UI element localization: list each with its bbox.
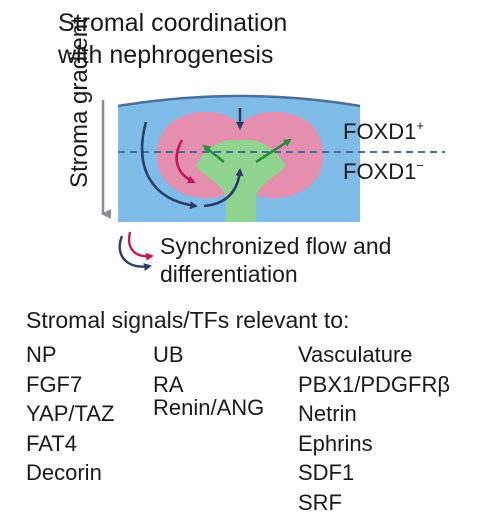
ub-item: RA [153,371,184,397]
np-header: NP [26,342,57,367]
vasculature-item: Ephrins [298,430,373,456]
np-item: FAT4 [26,430,77,456]
flow-arrow-left [140,121,198,210]
foxd1-negative-sup: − [416,158,424,173]
foxd1-negative-base: FOXD1 [343,159,417,184]
legend-line-1: Synchronized flow and [160,233,392,259]
ub-header: UB [153,342,184,367]
np-item: Decorin [26,460,102,485]
vasculature-item: SDF1 [298,460,355,485]
vasculature-item: PBX1/PDGFRβ [298,371,451,397]
legend-arrow-magenta [127,231,154,261]
foxd1-positive-base: FOXD1 [343,119,417,144]
ub-branch-arrow-right [255,138,292,164]
vasculature-item: Netrin [298,401,357,426]
signals-title: Stromal signals/TFs relevant to: [26,307,350,333]
foxd1-negative-label: FOXD1− [343,158,424,184]
vasculature-column: Vasculature PBX1/PDGFRβ Netrin Ephrins S… [298,340,450,517]
capsule-edge [117,94,361,108]
differentiation-arrow [175,139,196,184]
title-line-1: Stromal coordination [58,9,288,37]
ub-item: Renin/ANG [153,395,265,420]
foxd1-positive-label: FOXD1+ [343,118,424,144]
nephrogenesis-diagram [101,94,445,272]
ub-branch-arrow-left [202,144,225,164]
ub-column: UB RA Renin/ANG [153,340,264,423]
ureteric-bud [196,139,286,222]
np-item: FGF7 [26,371,83,397]
np-item: YAP/TAZ [26,401,115,426]
legend-arrow-navy [118,235,152,272]
vasculature-header: Vasculature [298,342,413,367]
np-column: NP FGF7 YAP/TAZ FAT4 Decorin [26,340,114,488]
foxd1-positive-sup: + [416,118,424,133]
title-line-2: with nephrogenesis [58,41,274,69]
vasculature-item: SRF [298,489,342,515]
legend-line-2: differentiation [160,261,298,287]
flow-arrow-center [203,168,244,208]
